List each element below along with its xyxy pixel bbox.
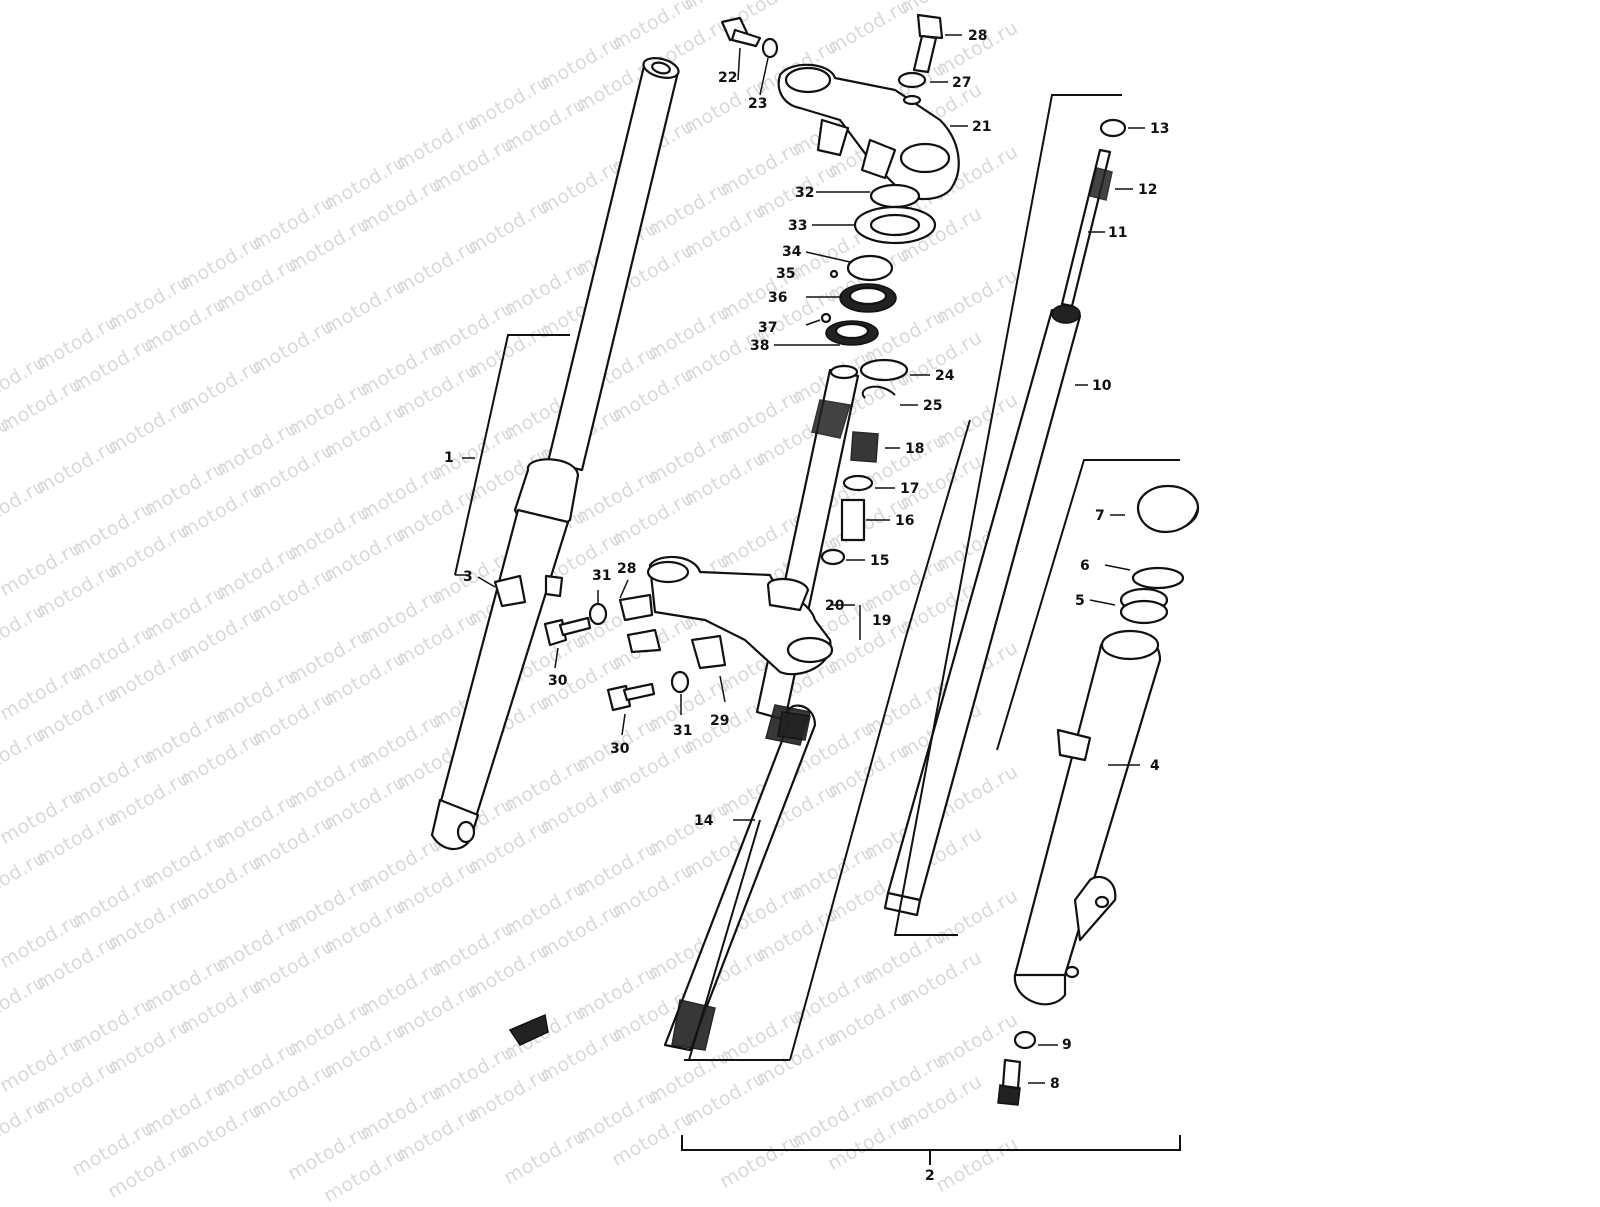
bracket-2 xyxy=(681,1135,1181,1151)
inner-tube-10 xyxy=(883,304,1082,917)
callout-9: 9 xyxy=(1062,1037,1072,1053)
callout-5: 5 xyxy=(1075,593,1085,609)
callout-30-lower: 30 xyxy=(610,741,630,757)
callout-27: 27 xyxy=(952,75,971,91)
bearing-stack xyxy=(820,183,937,346)
callout-15: 15 xyxy=(870,553,889,569)
callout-35: 35 xyxy=(776,266,795,282)
callout-8: 8 xyxy=(1050,1076,1060,1092)
callout-32: 32 xyxy=(795,185,814,201)
callout-14: 14 xyxy=(694,813,714,829)
washer-31-lower xyxy=(670,670,690,694)
callout-28-top: 28 xyxy=(968,28,987,44)
callout-25: 25 xyxy=(923,398,942,414)
callout-11: 11 xyxy=(1108,225,1127,241)
bolt-28-top xyxy=(912,13,944,74)
callout-34: 34 xyxy=(782,244,802,260)
callout-21: 21 xyxy=(972,119,991,135)
callout-4: 4 xyxy=(1150,758,1160,774)
callout-28-lower: 28 xyxy=(617,561,636,577)
lower-bracket xyxy=(618,555,834,676)
callout-10: 10 xyxy=(1092,378,1112,394)
ring-24 xyxy=(859,358,909,382)
fork-leg-left xyxy=(430,57,680,851)
front-arrow-icon xyxy=(508,1013,549,1046)
steering-stem xyxy=(663,364,860,1052)
callout-22: 22 xyxy=(718,70,737,86)
leader-lines xyxy=(462,34,1145,1084)
callout-23: 23 xyxy=(748,96,767,112)
outer-tube-4 xyxy=(1013,484,1200,1006)
callout-numbers: 1 2 3 4 5 6 7 8 9 10 11 12 13 14 15 16 1… xyxy=(444,28,1169,1184)
bracket-14-right xyxy=(789,419,971,1061)
callout-37: 37 xyxy=(758,320,777,336)
washer-31-upper xyxy=(588,602,608,626)
callout-31-lower: 31 xyxy=(673,723,692,739)
callout-2: 2 xyxy=(925,1168,935,1184)
callout-29: 29 xyxy=(710,713,729,729)
bolt-30-upper xyxy=(543,616,592,647)
spring-18 xyxy=(850,431,879,463)
rod-11 xyxy=(1060,118,1127,308)
callout-13: 13 xyxy=(1150,121,1169,137)
callout-18: 18 xyxy=(905,441,924,457)
callout-24: 24 xyxy=(935,368,955,384)
bracket-10 xyxy=(893,94,1122,936)
bolt-30-lower xyxy=(606,682,656,712)
callout-36: 36 xyxy=(768,290,787,306)
callout-3: 3 xyxy=(463,569,473,585)
callout-31-upper: 31 xyxy=(592,568,611,584)
nut-15 xyxy=(820,548,846,566)
callout-1: 1 xyxy=(444,450,454,466)
bracket-1 xyxy=(454,334,570,576)
callout-20: 20 xyxy=(825,598,845,614)
upper-bracket xyxy=(777,63,960,201)
washer-27 xyxy=(897,71,927,89)
bolt-22 xyxy=(720,16,762,48)
bracket-4 xyxy=(996,459,1180,751)
callout-12: 12 xyxy=(1138,182,1157,198)
callout-16: 16 xyxy=(895,513,914,529)
callout-6: 6 xyxy=(1080,558,1090,574)
washer-9 xyxy=(1013,1030,1037,1050)
callout-33: 33 xyxy=(788,218,807,234)
callout-7: 7 xyxy=(1095,508,1105,524)
callout-19: 19 xyxy=(872,613,891,629)
washer-27b xyxy=(902,94,922,106)
ring-17 xyxy=(842,474,874,492)
circlip-25 xyxy=(861,385,896,399)
washer-23 xyxy=(761,37,779,59)
spacer-16 xyxy=(840,498,866,542)
callout-30-upper: 30 xyxy=(548,673,568,689)
callout-17: 17 xyxy=(900,481,919,497)
callout-38: 38 xyxy=(750,338,769,354)
